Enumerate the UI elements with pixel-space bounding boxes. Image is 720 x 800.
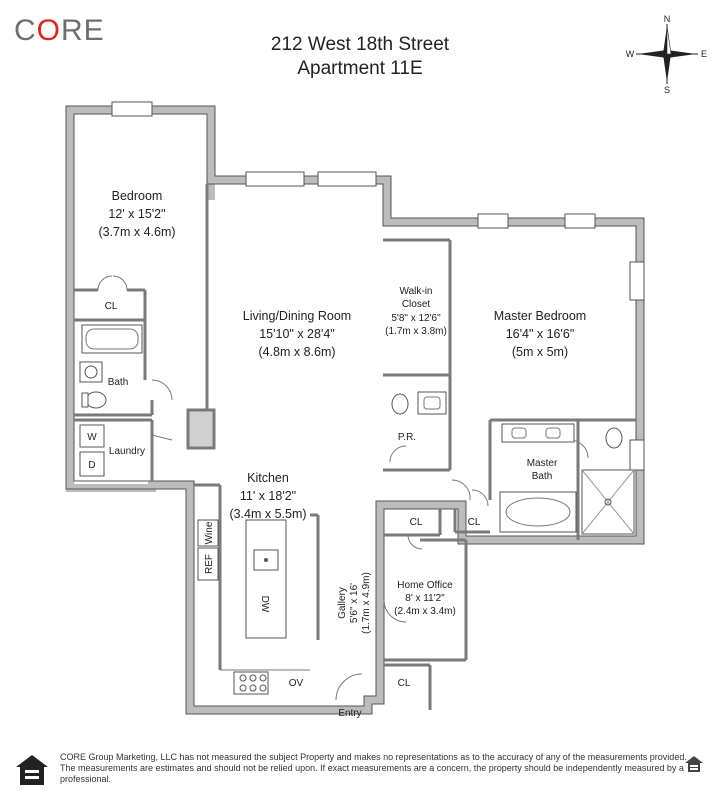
bath-label: Bath bbox=[108, 377, 129, 388]
bedroom-dims: 12' x 15'2" bbox=[108, 207, 165, 221]
compass-e: E bbox=[701, 49, 707, 59]
ref-icon bbox=[197, 547, 219, 581]
laundry-label: Laundry bbox=[109, 446, 145, 457]
kitchen-island bbox=[245, 519, 287, 639]
dryer-label: D bbox=[88, 460, 95, 471]
walkin-dims: 5'8" x 12'6" bbox=[391, 313, 441, 324]
wine-icon bbox=[197, 519, 219, 547]
compass-n: N bbox=[664, 14, 671, 24]
pr-label: P.R. bbox=[398, 432, 416, 443]
living-dims: 15'10" x 28'4" bbox=[259, 327, 335, 341]
kitchen-name: Kitchen bbox=[247, 471, 289, 485]
dw-label: DW bbox=[259, 596, 270, 613]
pr-toilet-icon bbox=[391, 393, 409, 415]
bedroom-closet-label: CL bbox=[105, 301, 118, 312]
bedroom-metric: (3.7m x 4.6m) bbox=[98, 225, 175, 239]
office-dims: 8' x 11'2" bbox=[405, 593, 445, 604]
core-logo: CORE bbox=[14, 14, 105, 47]
walkin-name-2: Closet bbox=[402, 299, 431, 310]
walkin-name-1: Walk-in bbox=[400, 286, 433, 297]
gallery-name: Gallery bbox=[337, 587, 348, 619]
small-equal-housing-icon bbox=[685, 756, 703, 772]
gallery-closet-1-label: CL bbox=[410, 517, 423, 528]
master-metric: (5m x 5m) bbox=[512, 345, 568, 359]
living-name: Living/Dining Room bbox=[243, 309, 351, 323]
master-bath-label-2: Bath bbox=[532, 471, 553, 482]
office-name: Home Office bbox=[397, 580, 453, 591]
outer-walls bbox=[66, 106, 644, 714]
address-title: 212 West 18th Street bbox=[270, 34, 450, 55]
gallery-dims: 5'6" x 16' bbox=[349, 583, 360, 623]
bedroom-name: Bedroom bbox=[112, 189, 163, 203]
entry-closet-label: CL bbox=[398, 678, 411, 689]
pr-sink-icon bbox=[417, 391, 447, 415]
toilet-icon bbox=[85, 391, 107, 409]
master-name: Master Bedroom bbox=[494, 309, 586, 323]
wine-label: Wine bbox=[204, 521, 215, 544]
dryer-icon bbox=[79, 451, 105, 477]
gallery-closet-2-label: CL bbox=[468, 517, 481, 528]
compass-w: W bbox=[626, 49, 635, 59]
equal-housing-icon bbox=[16, 755, 48, 785]
kitchen-dims: 11' x 18'2" bbox=[240, 489, 296, 503]
ov-label: OV bbox=[289, 678, 304, 689]
master-vanity-icon bbox=[501, 423, 575, 443]
master-toilet-icon bbox=[605, 427, 623, 449]
gallery-metric: (1.7m x 4.9m) bbox=[361, 572, 372, 634]
office-metric: (2.4m x 3.4m) bbox=[394, 606, 456, 617]
master-tub-icon bbox=[499, 491, 577, 533]
unit-title: Apartment 11E bbox=[297, 58, 423, 79]
master-bath-label-1: Master bbox=[527, 458, 558, 469]
master-dims: 16'4" x 16'6" bbox=[506, 327, 575, 341]
washer-label: W bbox=[87, 432, 97, 443]
kitchen-metric: (3.4m x 5.5m) bbox=[229, 507, 306, 521]
cooktop-icon bbox=[233, 671, 269, 695]
ref-label: REF bbox=[204, 554, 215, 574]
entry-label: Entry bbox=[338, 708, 361, 719]
compass-s: S bbox=[664, 85, 670, 94]
walkin-metric: (1.7m x 3.8m) bbox=[385, 326, 447, 337]
compass-rose: N S W E bbox=[626, 14, 707, 94]
washer-icon bbox=[79, 424, 105, 448]
floor-plan: Bedroom 12' x 15'2" (3.7m x 4.6m) Living… bbox=[65, 101, 645, 719]
disclaimer-text: CORE Group Marketing, LLC has not measur… bbox=[60, 752, 687, 784]
bath-sink-icon bbox=[79, 361, 103, 383]
living-metric: (4.8m x 8.6m) bbox=[258, 345, 335, 359]
